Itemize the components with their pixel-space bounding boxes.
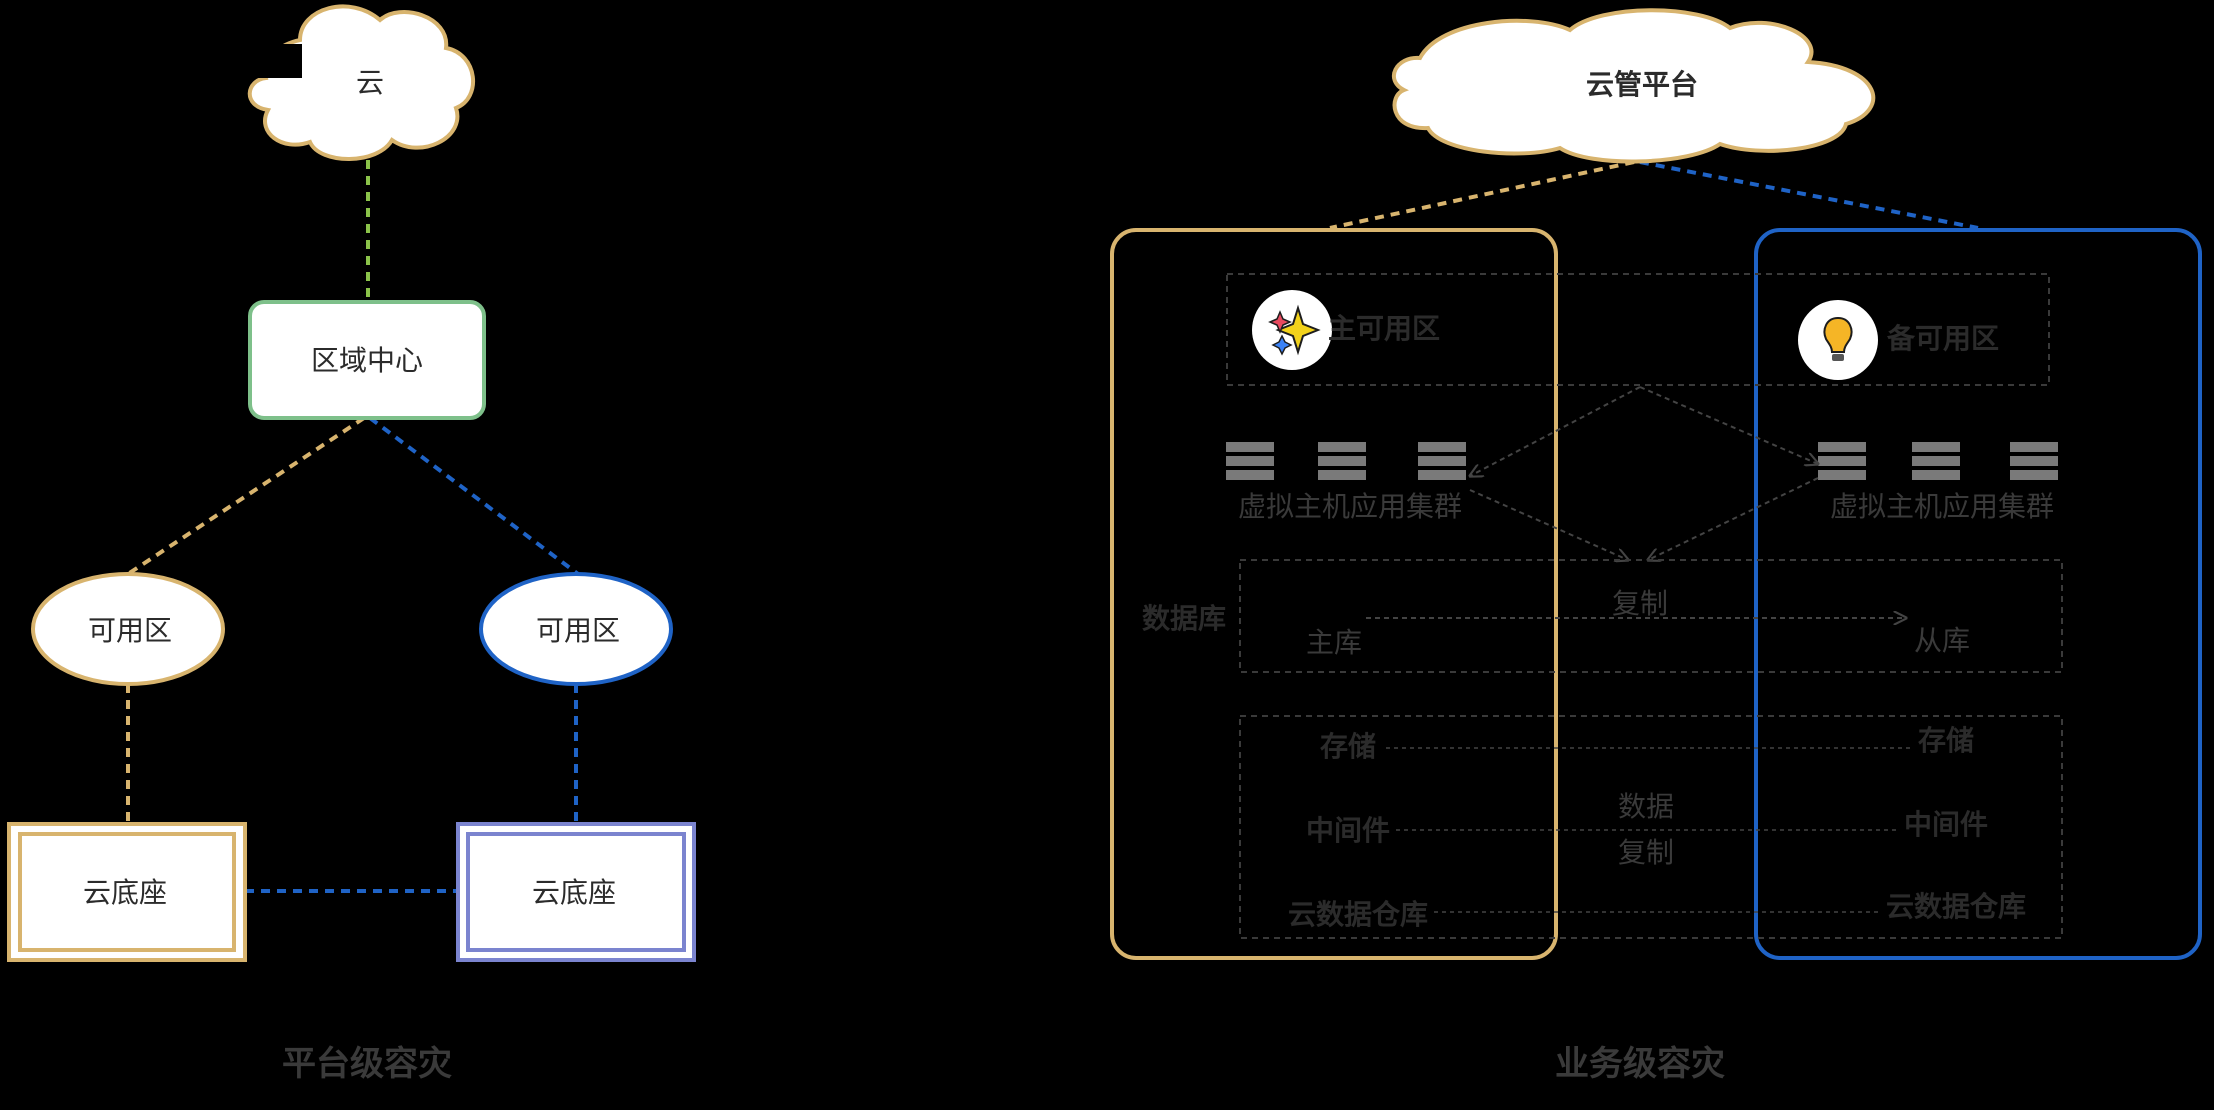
storage-right-label: 存储 xyxy=(1918,724,1974,757)
cloud-label: 云 xyxy=(356,66,384,99)
flow-arrow xyxy=(1469,489,1628,560)
backup-az-label: 备可用区 xyxy=(1886,322,1999,355)
server-icon xyxy=(1318,442,1366,480)
platform-cloud-icon xyxy=(1391,8,1876,164)
data-warehouse-left-label: 云数据仓库 xyxy=(1288,898,1428,931)
primary-zone-container xyxy=(1110,228,1558,960)
server-icon xyxy=(1912,442,1960,480)
flow-arrow xyxy=(1639,386,1818,464)
az-left-label: 可用区 xyxy=(88,614,172,647)
database-band xyxy=(1239,559,2063,673)
sparkle-icon xyxy=(1268,304,1321,356)
database-label: 数据库 xyxy=(1142,602,1226,635)
platform-to-backup-link xyxy=(1639,160,1979,230)
data-services-band xyxy=(1239,715,2063,939)
replicate-label: 复制 xyxy=(1612,587,1668,620)
region-center-label: 区域中心 xyxy=(311,344,423,377)
region-to-left-az-link xyxy=(126,416,366,576)
master-db-label: 主库 xyxy=(1306,626,1362,659)
base-left-node xyxy=(7,822,247,962)
flow-arrow xyxy=(1648,477,1819,560)
az-left-node xyxy=(31,572,225,686)
backup-zone-container xyxy=(1754,228,2202,960)
slave-db-label: 从库 xyxy=(1914,624,1970,657)
right-caption: 业务级容灾 xyxy=(1555,1044,1725,1084)
lightbulb-icon xyxy=(1823,316,1853,361)
vm-cluster-right-label: 虚拟主机应用集群 xyxy=(1830,490,2054,523)
server-icon xyxy=(2010,442,2058,480)
platform-cloud-label: 云管平台 xyxy=(1586,68,1698,101)
region-center-box xyxy=(248,300,486,420)
vm-cluster-left-label: 虚拟主机应用集群 xyxy=(1238,490,1462,523)
az-right-label: 可用区 xyxy=(536,614,620,647)
zone-header-band xyxy=(1226,273,2050,386)
middleware-right-label: 中间件 xyxy=(1904,808,1988,841)
region-to-right-az-link xyxy=(368,416,580,576)
server-icon xyxy=(1818,442,1866,480)
platform-to-primary-link xyxy=(1329,160,1635,230)
base-right-node xyxy=(456,822,696,962)
server-icon xyxy=(1226,442,1274,480)
data-replicate-label-1: 数据 xyxy=(1618,790,1674,823)
left-caption: 平台级容灾 xyxy=(282,1044,452,1084)
az-right-node xyxy=(479,572,673,686)
base-left-label: 云底座 xyxy=(83,876,167,909)
base-right-label: 云底座 xyxy=(532,876,616,909)
data-replicate-label-2: 复制 xyxy=(1618,836,1674,869)
data-warehouse-right-label: 云数据仓库 xyxy=(1886,890,2026,923)
storage-left-label: 存储 xyxy=(1320,730,1376,763)
flow-arrow xyxy=(1470,386,1641,476)
cloud-icon xyxy=(247,4,476,161)
primary-az-label: 主可用区 xyxy=(1328,312,1440,345)
server-icon xyxy=(1418,442,1466,480)
middleware-left-label: 中间件 xyxy=(1306,814,1390,847)
